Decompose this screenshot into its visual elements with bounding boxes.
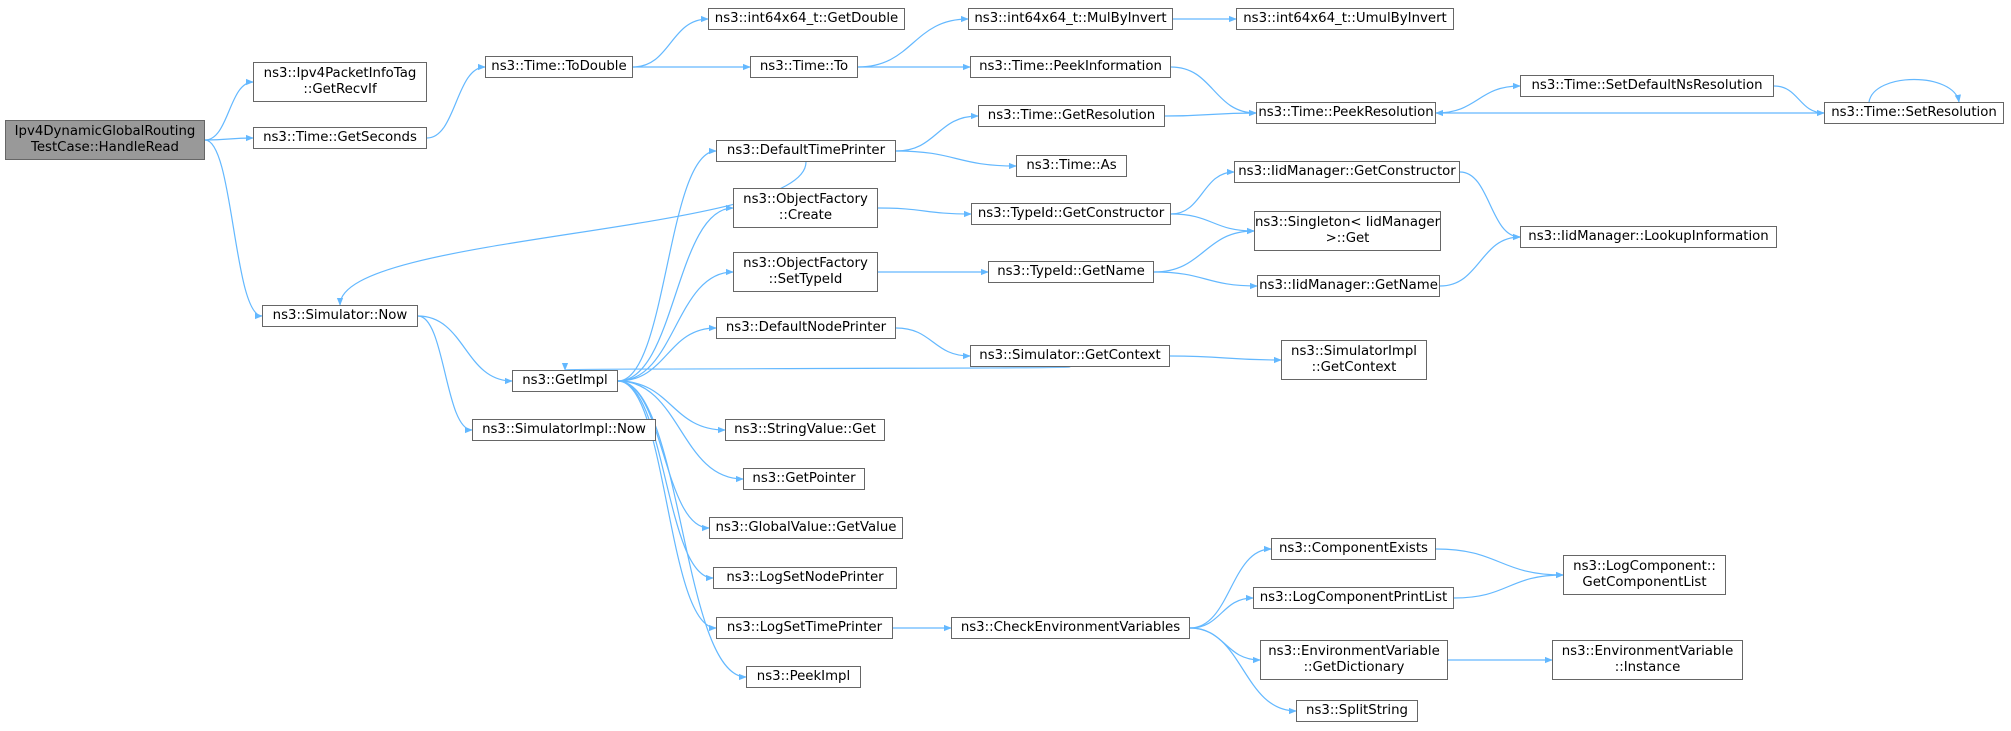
edge-defaultnodeprinter-to-sim_getcontext xyxy=(895,327,971,360)
node-simulator-now[interactable]: ns3::Simulator::Now xyxy=(262,305,418,327)
node-splitstring[interactable]: ns3::SplitString xyxy=(1296,700,1418,722)
edge-sim_getcontext-to-simimpl_getcontext xyxy=(1169,355,1282,364)
edge-defaulttimeprinter-to-as xyxy=(895,150,1017,170)
node-iidmanager-lookupinformation[interactable]: ns3::IidManager::LookupInformation xyxy=(1520,226,1777,248)
node-simulatorimpl-getcontext[interactable]: ns3::SimulatorImpl::GetContext xyxy=(1281,340,1427,380)
node-simulator-getcontext[interactable]: ns3::Simulator::GetContext xyxy=(970,345,1170,367)
node-logcomponent-getcomponentlist[interactable]: ns3::LogComponent::GetComponentList xyxy=(1563,555,1726,595)
edge-setdefaultns-to-setresolution xyxy=(1773,85,1825,117)
edge-typeid_getname-to-iid_getname xyxy=(1153,271,1258,290)
edge-todouble-to-getdouble xyxy=(632,15,709,68)
node-defaultnodeprinter[interactable]: ns3::DefaultNodePrinter xyxy=(716,317,896,339)
node-to[interactable]: ns3::Time::To xyxy=(750,56,858,78)
edge-checkenv-to-componentexists xyxy=(1189,545,1272,629)
node-defaulttimeprinter[interactable]: ns3::DefaultTimePrinter xyxy=(716,140,896,162)
edge-getimpl-to-of_settypeid xyxy=(617,268,734,382)
edge-typeid_getname-to-singleton_get xyxy=(1153,227,1255,273)
node-logsettimeprinter[interactable]: ns3::LogSetTimePrinter xyxy=(716,617,893,639)
node-getdouble[interactable]: ns3::int64x64_t::GetDouble xyxy=(708,8,905,30)
edge-getseconds-to-todouble xyxy=(426,63,486,139)
edge-root-to-getseconds xyxy=(204,134,254,142)
node-umulbyinvert[interactable]: ns3::int64x64_t::UmulByInvert xyxy=(1236,8,1454,30)
edge-sim_getcontext-to-getimpl xyxy=(564,362,1071,371)
node-objectfactory-create[interactable]: ns3::ObjectFactory::Create xyxy=(733,188,878,228)
edge-getresolution-to-peekresolution xyxy=(1164,109,1257,117)
node-checkenvironmentvariables[interactable]: ns3::CheckEnvironmentVariables xyxy=(951,617,1190,639)
edge-sim_now-to-simimpl_now xyxy=(417,315,473,434)
node-iidmanager-getconstructor[interactable]: ns3::IidManager::GetConstructor xyxy=(1234,161,1460,183)
node-environmentvariable-getdictionary[interactable]: ns3::EnvironmentVariable::GetDictionary xyxy=(1260,640,1448,680)
edge-setresolution-to-setresolution xyxy=(1868,78,1961,103)
node-peekimpl[interactable]: ns3::PeekImpl xyxy=(746,666,861,688)
edge-sim_now-to-getimpl xyxy=(417,315,513,385)
node-simulatorimpl-now[interactable]: ns3::SimulatorImpl::Now xyxy=(472,419,656,441)
node-logcomponentprintlist[interactable]: ns3::LogComponentPrintList xyxy=(1253,587,1454,609)
edge-root-to-getrecvif xyxy=(204,78,254,141)
edge-getimpl-to-globalvalue_getvalue xyxy=(617,380,710,532)
node-globalvalue-getvalue[interactable]: ns3::GlobalValue::GetValue xyxy=(709,517,903,539)
node-logsetnodeprinter[interactable]: ns3::LogSetNodePrinter xyxy=(713,567,897,589)
node-getrecvif[interactable]: ns3::Ipv4PacketInfoTag::GetRecvIf xyxy=(253,62,427,102)
edge-to-to-mulbyinvert xyxy=(857,15,969,68)
node-typeid-getname[interactable]: ns3::TypeId::GetName xyxy=(988,261,1154,283)
node-time-as[interactable]: ns3::Time::As xyxy=(1016,155,1127,177)
edge-of_create-to-typeid_getconstructor xyxy=(877,207,972,218)
node-getresolution[interactable]: ns3::Time::GetResolution xyxy=(978,105,1165,127)
edge-getimpl-to-defaultnodeprinter xyxy=(617,324,717,382)
edge-logcomponentprintlist-to-getcomponentlist xyxy=(1453,571,1564,599)
node-componentexists[interactable]: ns3::ComponentExists xyxy=(1271,538,1436,560)
node-environmentvariable-instance[interactable]: ns3::EnvironmentVariable::Instance xyxy=(1552,640,1743,680)
node-peekinformation[interactable]: ns3::Time::PeekInformation xyxy=(970,56,1171,78)
node-typeid-getconstructor[interactable]: ns3::TypeId::GetConstructor xyxy=(971,203,1171,225)
node-getpointer[interactable]: ns3::GetPointer xyxy=(743,468,865,490)
edge-getimpl-to-logsetnodeprinter xyxy=(617,380,714,582)
edge-checkenv-to-splitstring xyxy=(1189,627,1297,715)
edge-getimpl-to-of_create xyxy=(617,204,734,382)
node-getimpl[interactable]: ns3::GetImpl xyxy=(512,370,618,392)
edge-getimpl-to-logsettimeprinter xyxy=(617,380,717,632)
edge-peekinformation-to-peekresolution xyxy=(1170,66,1257,117)
node-iidmanager-getname[interactable]: ns3::IidManager::GetName xyxy=(1257,275,1440,297)
edge-iid_getconstructor-to-lookupinformation xyxy=(1459,171,1521,241)
edge-typeid_getconstructor-to-iid_getconstructor xyxy=(1170,168,1235,215)
node-setdefaultnsresolution[interactable]: ns3::Time::SetDefaultNsResolution xyxy=(1520,75,1774,97)
edge-checkenv-to-logcomponentprintlist xyxy=(1189,594,1254,629)
edge-getimpl-to-peekimpl xyxy=(617,380,747,681)
edge-iid_getname-to-lookupinformation xyxy=(1439,233,1521,287)
edge-peekresolution-to-setdefaultns xyxy=(1435,82,1521,114)
edge-typeid_getconstructor-to-singleton_get xyxy=(1170,213,1255,235)
edge-getimpl-to-getpointer xyxy=(617,380,744,483)
node-todouble[interactable]: ns3::Time::ToDouble xyxy=(485,56,633,78)
edge-getimpl-to-defaulttimeprinter xyxy=(617,147,717,382)
node-singleton-get[interactable]: ns3::Singleton< IidManager>::Get xyxy=(1254,211,1441,251)
node-stringvalue-get[interactable]: ns3::StringValue::Get xyxy=(725,419,885,441)
node-peekresolution[interactable]: ns3::Time::PeekResolution xyxy=(1256,102,1436,124)
node-getseconds[interactable]: ns3::Time::GetSeconds xyxy=(253,127,427,149)
node-objectfactory-settypeid[interactable]: ns3::ObjectFactory::SetTypeId xyxy=(733,252,878,292)
edge-defaulttimeprinter-to-getresolution xyxy=(895,112,979,152)
edge-componentexists-to-getcomponentlist xyxy=(1435,548,1564,579)
node-mulbyinvert[interactable]: ns3::int64x64_t::MulByInvert xyxy=(968,8,1173,30)
edge-root-to-sim_now xyxy=(204,139,263,320)
node-setresolution[interactable]: ns3::Time::SetResolution xyxy=(1824,102,2004,124)
